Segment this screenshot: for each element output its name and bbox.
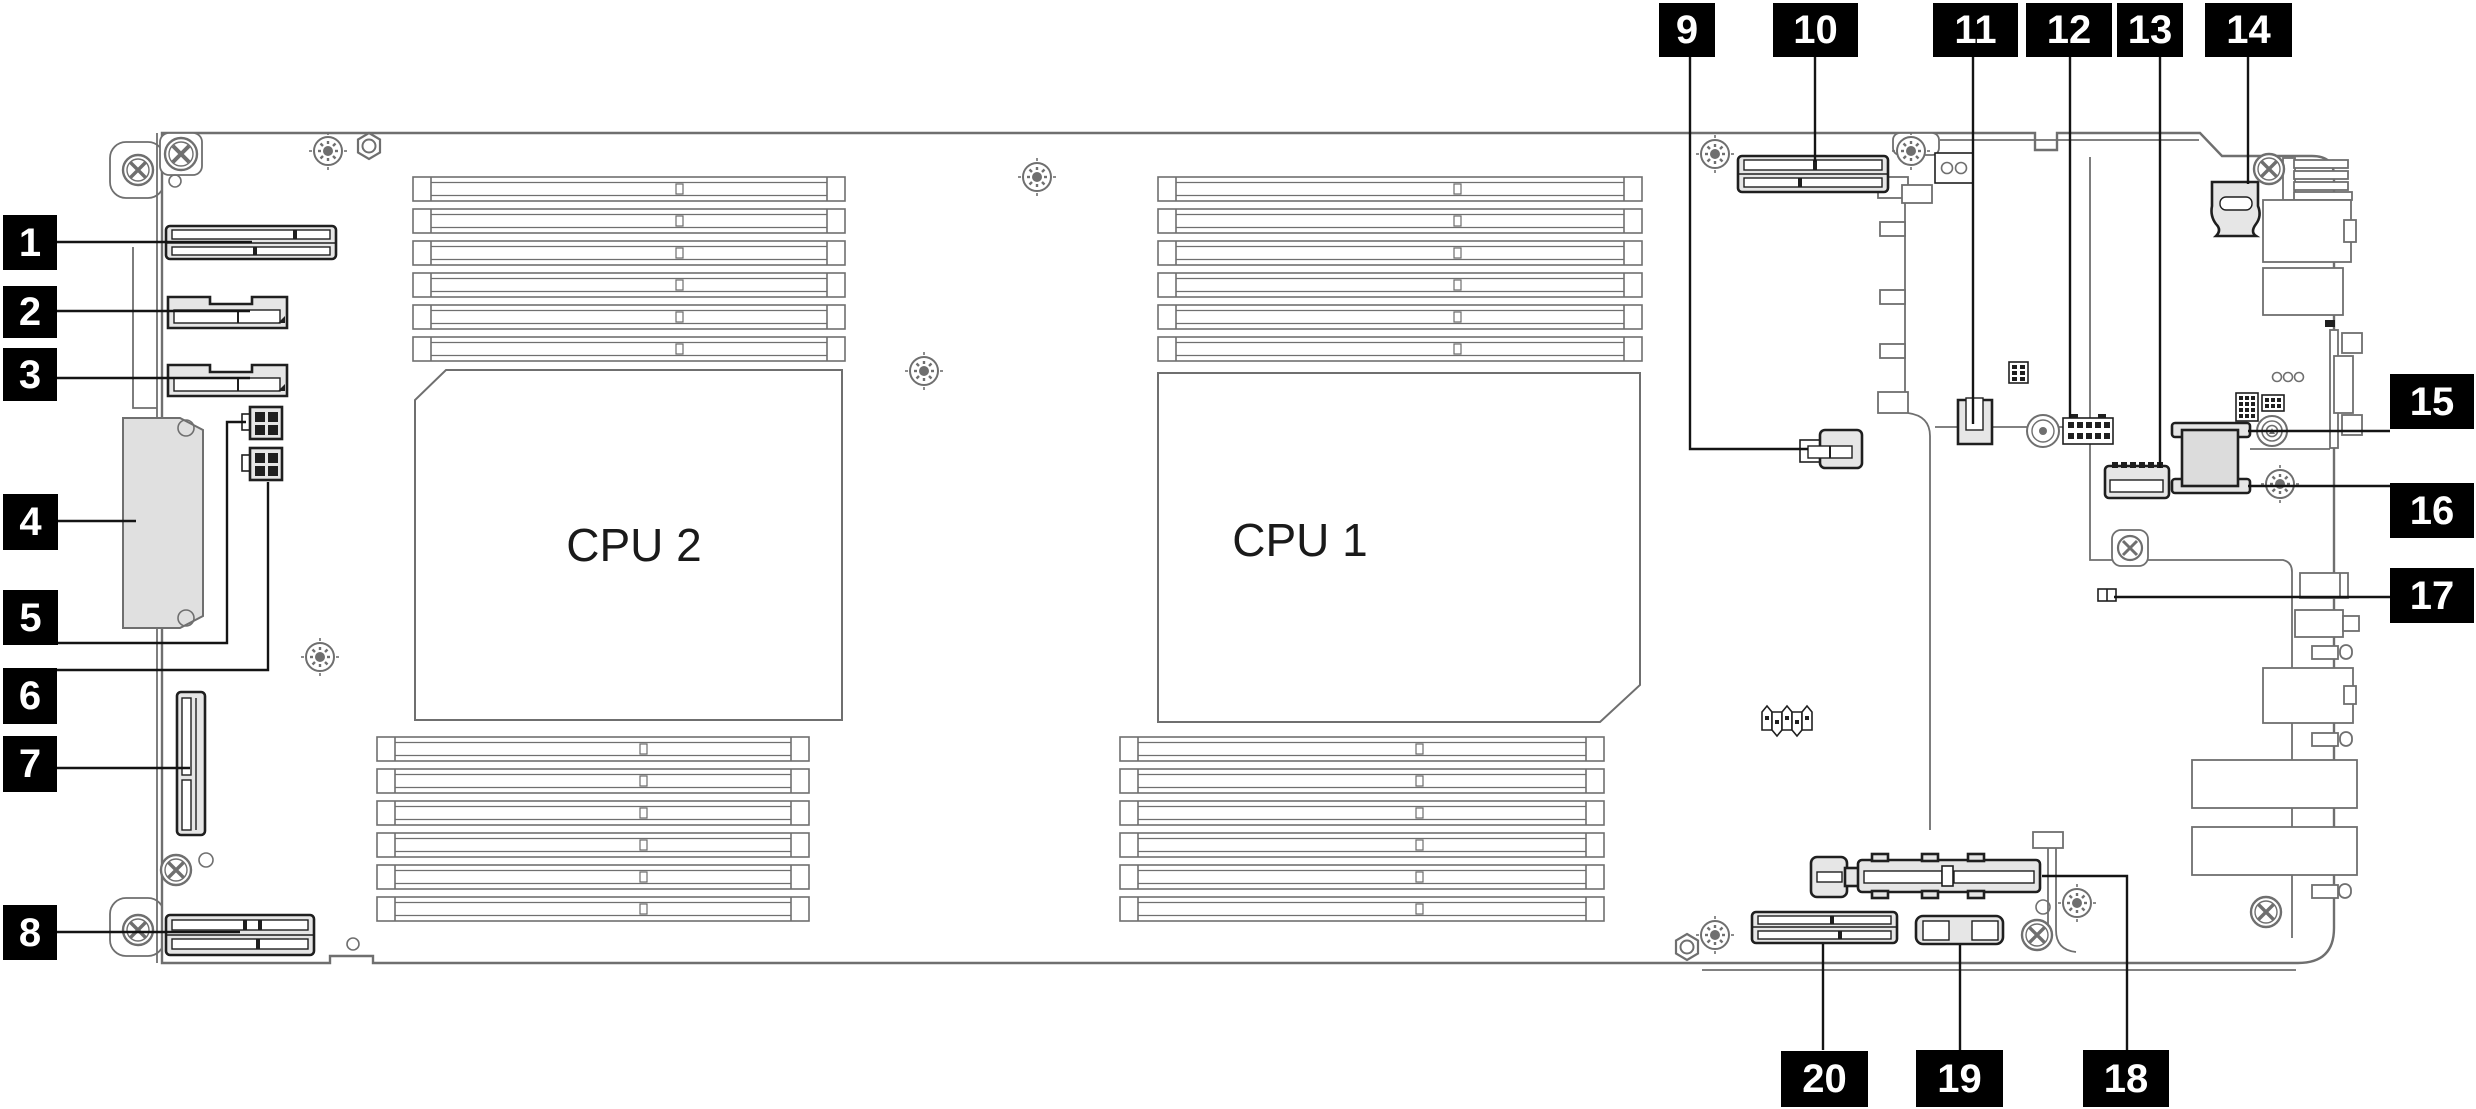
usb-port: [2294, 609, 2344, 638]
cpu1-socket: [1157, 372, 1641, 723]
cpu1-label: CPU 1: [1232, 514, 1368, 566]
port-a: [2262, 199, 2352, 263]
six-pin-grid: [2008, 361, 2029, 384]
leader-18: [2042, 874, 2129, 1050]
connector-7: [175, 690, 207, 837]
callout-8: 8: [3, 905, 57, 960]
callout-16: 16: [2390, 483, 2474, 538]
leader-lines: [57, 57, 2390, 1050]
connector-10: [1736, 154, 1890, 194]
component-4-module: [122, 417, 204, 629]
screws: [121, 130, 2301, 962]
connector-18-backplane: [1809, 852, 2042, 900]
leader-9: [1688, 57, 1808, 451]
port-c: [2262, 667, 2354, 724]
callout-9: 9: [1659, 3, 1715, 57]
drive-bay-port-1: [2191, 759, 2358, 809]
callout-19: 19: [1916, 1050, 2003, 1107]
callout-15: 15: [2390, 374, 2474, 429]
callout-2: 2: [3, 286, 57, 338]
microsd-socket: [2210, 180, 2261, 238]
callout-4: 4: [3, 494, 58, 550]
connector-8: [164, 913, 316, 957]
two-pin-connector: [1934, 152, 1974, 184]
callout-13: 13: [2117, 3, 2183, 57]
callout-5: 5: [3, 590, 58, 645]
connector-20: [1750, 910, 1899, 945]
connector-19: [1914, 914, 2005, 946]
connector-12-header: [2062, 414, 2114, 445]
callout-12: 12: [2026, 3, 2112, 57]
tpm-block: [2170, 421, 2252, 495]
callout-3: 3: [3, 348, 57, 401]
callout-10: 10: [1773, 3, 1858, 57]
pin-grid-b: [2261, 394, 2285, 412]
leader-5: [57, 420, 246, 645]
connector-2: [166, 295, 289, 330]
callout-17: 17: [2390, 568, 2474, 623]
drive-bay-port-2: [2191, 826, 2358, 876]
callout-1: 1: [3, 215, 57, 270]
cpu2-label: CPU 2: [566, 519, 702, 571]
cpu2-socket: [414, 369, 843, 721]
pin-grid-a: [2235, 392, 2259, 422]
port-b: [2262, 267, 2344, 316]
callout-18: 18: [2083, 1050, 2169, 1107]
callout-14: 14: [2205, 3, 2292, 57]
connector-13: [2103, 462, 2171, 500]
rear-io-ports: [2191, 157, 2363, 899]
connector-11: [1956, 397, 1994, 446]
connector-6: [241, 446, 284, 482]
callout-11: 11: [1933, 3, 2018, 57]
callout-6: 6: [3, 668, 57, 724]
callout-7: 7: [3, 736, 57, 792]
washer-standoff: [2026, 414, 2060, 448]
connector-17-jumper: [2097, 588, 2117, 602]
connector-9-plug: [1799, 428, 1864, 470]
five-pin-header: [1761, 704, 1813, 738]
leader-6: [57, 482, 270, 672]
connector-3: [166, 363, 289, 398]
pad-screw: [2111, 529, 2149, 567]
callout-20: 20: [1781, 1051, 1868, 1107]
three-hole-pads: [2271, 371, 2305, 383]
